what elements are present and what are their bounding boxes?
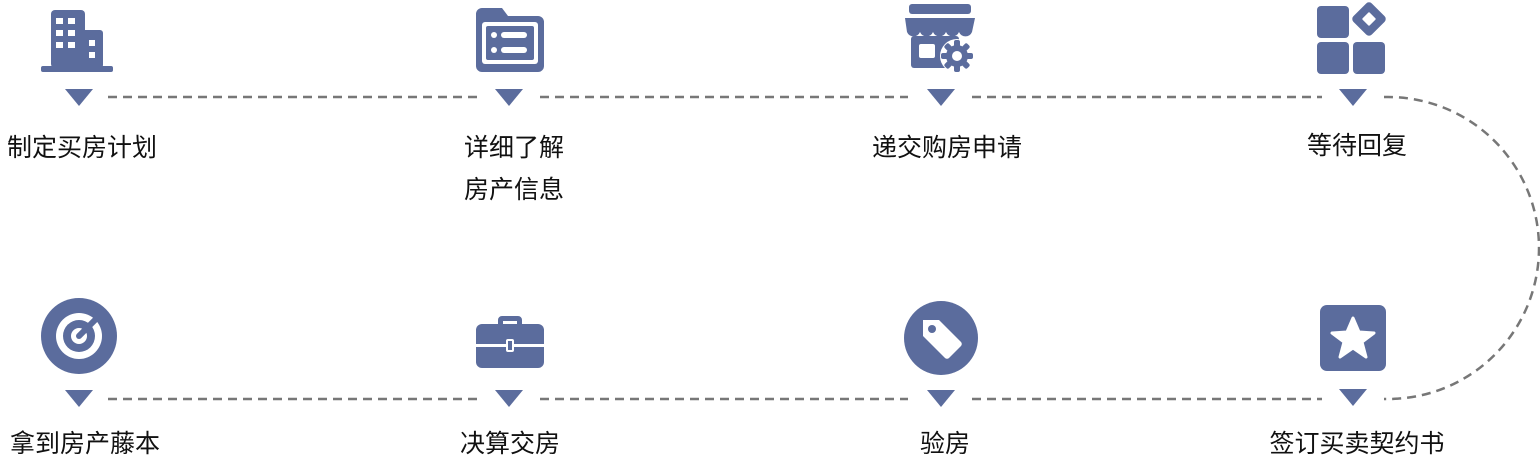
price-tag-icon (901, 298, 981, 378)
marker-step-6 (927, 390, 955, 407)
marker-step-4 (1339, 89, 1367, 106)
marker-step-8 (65, 390, 93, 407)
marker-step-7 (495, 390, 523, 407)
apps-grid-icon (1313, 0, 1393, 80)
step-label-1: 制定买房计划 (6, 133, 157, 162)
step-label-7: 决算交房 (459, 429, 560, 458)
star-badge-icon (1313, 300, 1393, 380)
step-label-5: 签订买卖契约书 (1269, 429, 1445, 458)
store-settings-icon (901, 0, 981, 80)
marker-step-2 (495, 89, 523, 106)
building-icon (37, 0, 117, 80)
step-label-8: 拿到房产藤本 (9, 429, 160, 458)
marker-step-1 (65, 89, 93, 106)
connector-4-5-curve (1384, 95, 1540, 401)
target-arrow-icon (39, 296, 119, 376)
step-label-2: 详细了解 房产信息 (463, 133, 564, 204)
folder-list-icon (470, 0, 550, 80)
toolbox-icon (470, 302, 550, 382)
step-label-6: 验房 (919, 429, 970, 458)
step-label-3: 递交购房申请 (871, 133, 1022, 162)
step-label-4: 等待回复 (1306, 131, 1407, 160)
marker-step-5 (1339, 389, 1367, 406)
marker-step-3 (927, 89, 955, 106)
